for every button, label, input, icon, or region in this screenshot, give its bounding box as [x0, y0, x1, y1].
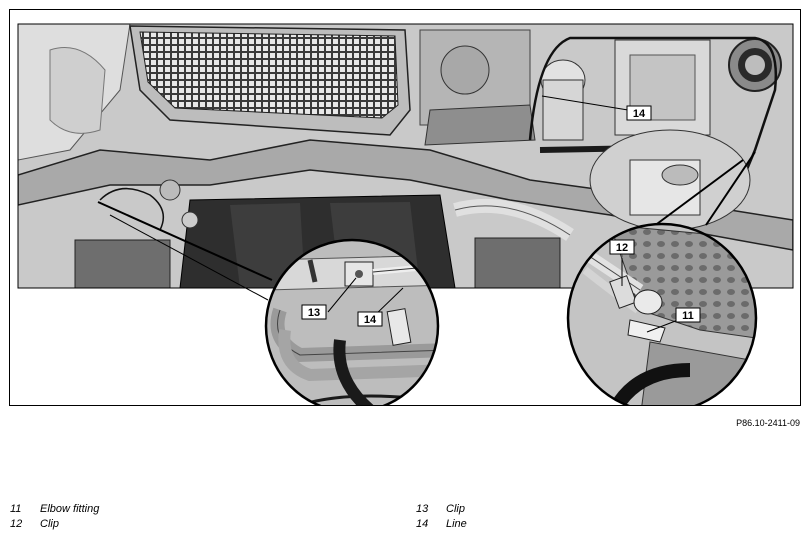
- callout-14-main: 14: [626, 105, 652, 121]
- svg-text:11: 11: [682, 310, 694, 322]
- legend-item: 13 Clip: [416, 502, 467, 517]
- legend-right: 13 Clip 14 Line: [416, 502, 467, 532]
- legend-label: Clip: [446, 503, 465, 515]
- legend-num: 12: [10, 518, 23, 530]
- detail-circle-left: [264, 238, 440, 405]
- legend-num: 14: [416, 518, 429, 530]
- legend-num: 13: [416, 503, 429, 515]
- svg-text:14: 14: [364, 314, 377, 326]
- legend-label: Line: [446, 518, 467, 530]
- figure-id: P86.10-2411-09: [736, 418, 800, 428]
- callout-12: 12: [609, 239, 635, 255]
- legend-num: 11: [10, 503, 22, 515]
- main-view: [18, 24, 793, 288]
- engine-bay-drawing: 14 13 14 12 11: [17, 23, 794, 405]
- legend-label: Clip: [40, 518, 59, 530]
- svg-text:12: 12: [616, 242, 628, 254]
- svg-text:14: 14: [633, 108, 646, 120]
- legend-item: 14 Line: [416, 517, 467, 532]
- callout-13: 13: [301, 304, 327, 320]
- legend-label: Elbow fitting: [40, 503, 100, 515]
- technical-illustration: 14 13 14 12 11: [9, 9, 801, 406]
- svg-text:13: 13: [308, 307, 320, 319]
- callout-11: 11: [675, 307, 701, 323]
- legend-item: 12 Clip: [10, 517, 99, 532]
- callout-14-detail: 14: [357, 311, 383, 327]
- legend-item: 11 Elbow fitting: [10, 502, 99, 517]
- legend-left: 11 Elbow fitting 12 Clip: [10, 502, 99, 532]
